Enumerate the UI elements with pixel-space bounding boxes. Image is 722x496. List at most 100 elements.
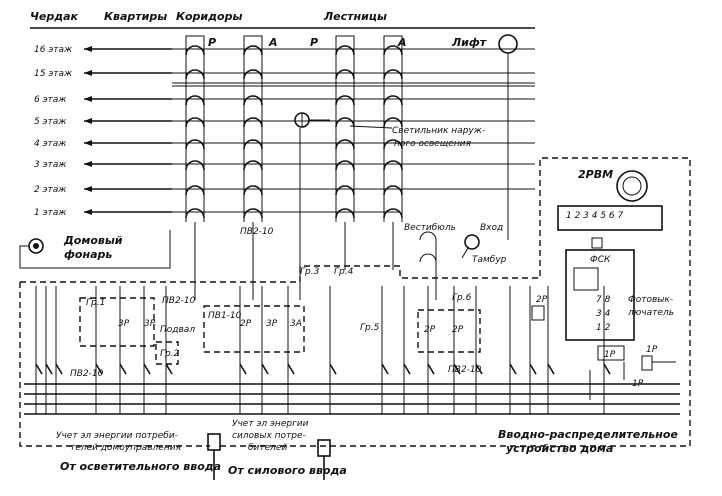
lamp-icon — [335, 208, 355, 219]
lamp-icon — [335, 185, 355, 196]
header-attic: Чердак — [30, 10, 79, 23]
floor-label: 5 этаж — [34, 117, 67, 127]
switch-contact-icon — [239, 363, 247, 375]
floor-label: 4 этаж — [34, 139, 67, 149]
header-stairs: Лестницы — [323, 10, 387, 23]
floor-label: 16 этаж — [34, 45, 73, 55]
lamp-icon — [383, 208, 403, 219]
r2c-label: 2Р — [452, 325, 464, 335]
r2d-label: 2Р — [536, 295, 548, 305]
lamp-riser — [383, 35, 403, 222]
photo-switch-label: Фотовык- — [628, 295, 673, 305]
lamp-icon — [243, 69, 263, 80]
bus-bars — [24, 383, 680, 415]
fsk-relay-box — [565, 249, 635, 341]
arrow-icon — [84, 96, 92, 102]
vru-enclosure-left — [19, 282, 210, 447]
lamp-icon — [383, 117, 403, 128]
gr5-label: Гр.5 — [360, 323, 380, 333]
fsk-terminals-mid: 3 4 — [596, 309, 611, 319]
meter-power-icon — [317, 439, 331, 457]
lamp-riser — [243, 35, 263, 222]
lamp-icon — [243, 95, 263, 106]
lamp-icon — [383, 69, 403, 80]
input-light-label: От осветительного ввода — [60, 460, 221, 473]
relay-2r-icon — [531, 305, 545, 321]
lamp-icon — [243, 185, 263, 196]
mid-group-box — [203, 305, 305, 353]
floor-row: 1 этаж — [34, 208, 400, 218]
switch-contact-icon — [403, 363, 411, 375]
lamp-icon — [335, 95, 355, 106]
vru-enclosure — [20, 157, 691, 447]
vertical-feeders — [35, 286, 611, 414]
floor-row: 15 этаж — [34, 69, 535, 79]
floor-row: 3 этаж — [34, 160, 535, 170]
leader-line — [461, 247, 469, 259]
relay-wires — [589, 361, 676, 400]
house-lamp-core — [33, 243, 39, 249]
floor-row: 2 этаж — [34, 185, 535, 195]
arrow-icon — [84, 161, 92, 167]
lamp-icon — [335, 45, 355, 56]
lamp-columns — [185, 35, 403, 300]
leader-line — [349, 125, 393, 129]
lamp-icon — [185, 69, 205, 80]
lamp-icon — [335, 69, 355, 80]
lamp-icon — [383, 160, 403, 171]
lamp-icon — [243, 160, 263, 171]
terminal-block — [557, 205, 663, 231]
terminal-numbers: 1 2 3 4 5 6 7 — [566, 211, 624, 221]
switch-contact-icon — [509, 363, 517, 375]
floor-label: 1 этаж — [34, 208, 67, 218]
r2b-label: 2Р — [424, 325, 436, 335]
gr2-box — [155, 341, 179, 365]
r3c-label: 3Р — [266, 319, 278, 329]
switch-contact-icon — [119, 363, 127, 375]
stair-tag-r: Р — [310, 36, 318, 49]
gr6-box — [417, 309, 481, 353]
switch-contact-icon — [35, 363, 43, 375]
pv-right-label: ПВ2-10 — [448, 365, 482, 375]
lamp-riser — [335, 35, 355, 222]
vru-label: Вводно-распределительное — [498, 428, 678, 441]
lamp-icon — [243, 208, 263, 219]
switch-contact-icon — [475, 363, 483, 375]
vestibule-label: Вестибюль — [404, 223, 456, 233]
fsk-terminals-bot: 1 2 — [596, 323, 611, 333]
lamp-icon — [383, 185, 403, 196]
input-power-label: От силового ввода — [228, 464, 347, 477]
r2a-label: 2Р — [240, 319, 252, 329]
relay-coil-icon — [591, 237, 603, 249]
tambour-label: Тамбур — [472, 255, 507, 265]
lift-motor-icon — [498, 34, 518, 54]
switch-contact-icon — [45, 363, 53, 375]
vestibule-lamp-icon — [419, 231, 437, 241]
floor-lines: 16 этаж 15 этаж 6 этаж 5 этаж 4 этаж 3 э… — [34, 45, 535, 218]
lamp-icon — [185, 95, 205, 106]
gr2-label: Гр.2 — [160, 349, 180, 359]
floor-row: 6 этаж — [34, 95, 535, 105]
header-lift: Лифт — [451, 36, 487, 49]
meter-power-label3: бителей — [248, 443, 287, 453]
relay-1r-icon — [641, 355, 653, 371]
header-corridors: Коридоры — [176, 10, 242, 23]
lamp-icon — [383, 95, 403, 106]
house-lamp-label2: фонарь — [64, 248, 112, 261]
lamp-icon — [243, 117, 263, 128]
basement-label: Подвал — [160, 325, 195, 335]
pv-small-label: ПВ1-10 — [208, 311, 242, 321]
lamp-icon — [335, 117, 355, 128]
switch-contact-icon — [547, 363, 555, 375]
lamp-icon — [185, 45, 205, 56]
arrow-icon — [84, 186, 92, 192]
vestibule-lamp-icon — [419, 253, 437, 263]
arrow-icon — [84, 140, 92, 146]
lamp-icon — [335, 139, 355, 150]
meter-home-icon — [207, 433, 221, 451]
timer-dial-icon — [616, 170, 648, 202]
lamp-icon — [243, 45, 263, 56]
relay-1r-box — [597, 345, 625, 361]
